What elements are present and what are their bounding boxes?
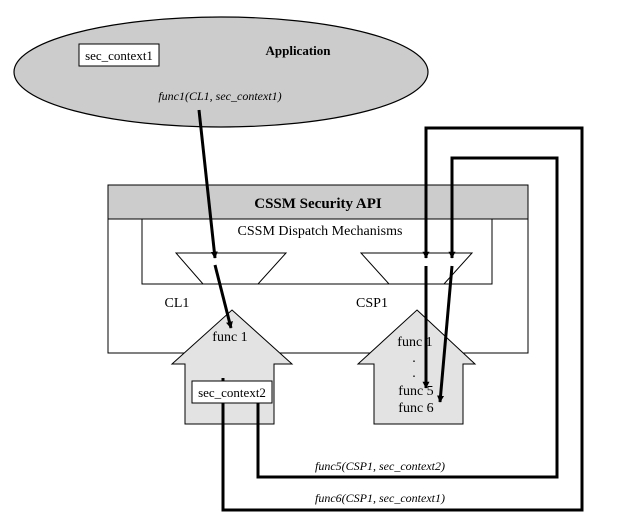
sec-context1-label: sec_context1 [85,48,153,63]
csp-func6-label: func 6 [398,401,433,416]
func5-path [256,156,559,479]
csp1-label: CSP1 [356,296,388,311]
application-ellipse [13,16,429,128]
cssm-api-bar [107,184,529,220]
sec-context1-box [78,43,160,67]
cl1-label: CL1 [165,296,190,311]
cl-dispatch-funnel [174,252,288,285]
func1-arrow-top [197,109,218,259]
csp-dot-2: . [412,366,416,381]
csp-dot-1: . [412,351,416,366]
application-title: Application [265,43,331,58]
csp-dispatch-funnel [359,252,474,285]
csp-func5-label: func 5 [398,384,433,399]
sec-context2-label: sec_context2 [198,385,266,400]
csp-func1-label: func 1 [397,335,432,350]
func6-path [221,126,584,512]
func5-arrow-into-csp [437,265,454,403]
sec-context2-box [191,380,273,404]
func5-call-label: func5(CSP1, sec_context2) [315,459,445,473]
func1-call-label: func1(CL1, sec_context1) [158,89,281,103]
func1-arrow-bottom [213,264,233,329]
dispatch-title: CSSM Dispatch Mechanisms [238,224,403,239]
cl-func1-label: func 1 [212,330,247,345]
cssm-api-title: CSSM Security API [254,196,382,212]
func6-call-label: func6(CSP1, sec_context1) [315,491,445,505]
